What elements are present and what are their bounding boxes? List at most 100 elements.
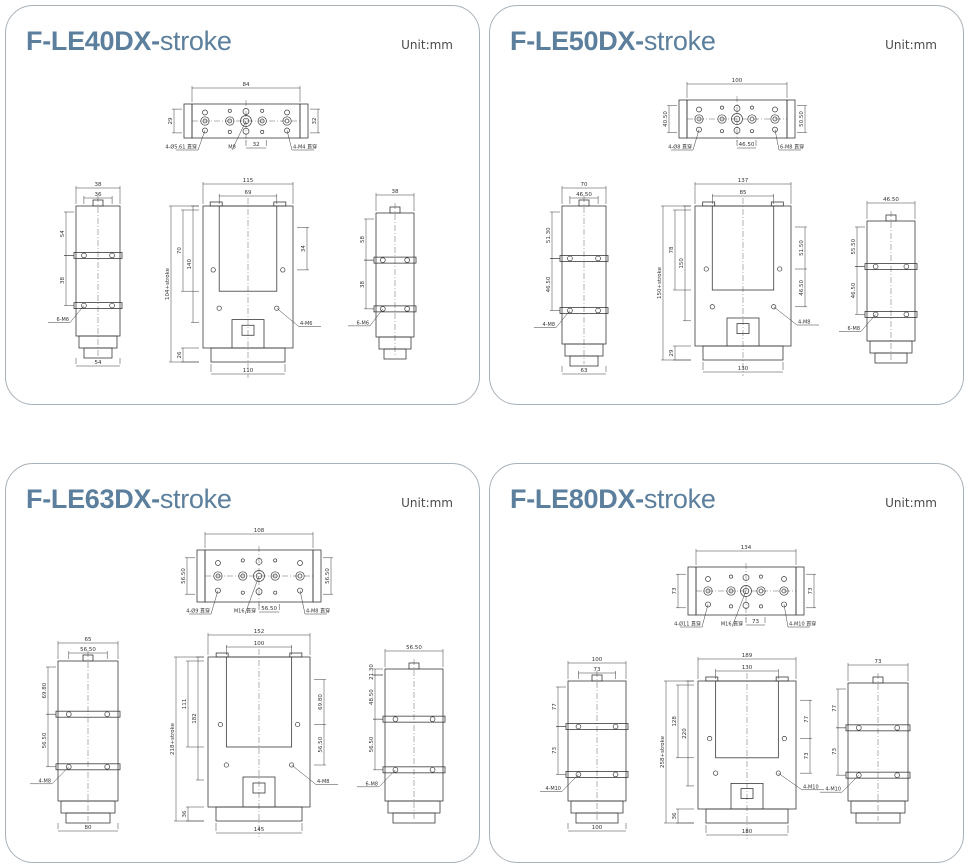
mount-hole — [297, 560, 303, 566]
leader-line — [860, 314, 876, 332]
counterbore-hole — [295, 571, 305, 581]
tap-hole — [777, 266, 783, 272]
counterbore-hole — [717, 114, 727, 124]
center-tap-hole — [242, 117, 250, 125]
counterbore-hole — [726, 586, 736, 596]
counterbore-hole — [772, 116, 778, 122]
tap-hole — [567, 255, 573, 262]
callout-label: 4-Ø9 貫穿 — [186, 608, 210, 615]
callout-label: 4-Ø8 貫穿 — [668, 144, 692, 151]
panel-title: F-LE40DX-stroke — [26, 26, 232, 57]
tap-hole — [227, 129, 232, 134]
dim-front-inner-width: 100 — [254, 641, 265, 647]
dim-top-width: 108 — [254, 528, 265, 534]
mount-hole — [772, 106, 778, 113]
dim-front-mid-height: 150 — [679, 258, 685, 269]
dim-side-inner-width: 73 — [594, 667, 601, 673]
front-lug — [775, 676, 789, 682]
dim-side-pitch-lower: 38 — [60, 277, 66, 284]
tap-hole — [856, 725, 862, 731]
tap-hole — [217, 721, 223, 728]
leader-line — [731, 590, 747, 628]
tap-hole — [771, 304, 777, 310]
model-name: F-LE63DX- — [26, 484, 160, 514]
tap-hole — [109, 252, 115, 259]
tap-hole — [575, 723, 582, 730]
dim-side-pitch-upper: 77 — [832, 704, 838, 711]
dim-front-inner-height: 78 — [669, 246, 675, 253]
callout-label: M8 — [228, 145, 236, 151]
dim-front-right-height-2: 46.50 — [799, 280, 805, 296]
panel-title: F-LE50DX-stroke — [510, 26, 716, 57]
callout-label: 4-M10 — [545, 786, 561, 792]
dim-side-pitch-upper: 77 — [552, 703, 558, 710]
leader-line — [378, 769, 396, 788]
leader-line — [51, 766, 69, 784]
dim-front-inner-height: 111 — [182, 699, 188, 710]
tap-hole — [255, 558, 263, 565]
front-lug — [215, 652, 229, 658]
dim-front-stroke-height: 218+stroke — [170, 722, 176, 755]
dim-front-stroke-height: 150+stroke — [657, 266, 663, 299]
tap-hole — [289, 762, 295, 768]
dim-top-width: 84 — [243, 82, 250, 88]
leader-line — [276, 308, 300, 327]
dim-front-inner-width: 69 — [245, 190, 252, 196]
counterbore-hole — [705, 588, 711, 594]
callout-label: 6-M6 — [357, 320, 369, 326]
tap-hole — [781, 736, 787, 742]
dim-side-top-width: 73 — [875, 659, 882, 665]
dim-side-top-width: 38 — [95, 182, 102, 188]
counterbore-hole — [240, 573, 246, 579]
front-lug — [209, 201, 223, 207]
dim-top-height-left: 56.50 — [181, 568, 187, 584]
tap-hole — [872, 263, 879, 270]
counterbore-hole — [719, 116, 725, 122]
tap-hole — [380, 306, 386, 312]
dim-bolt-pitch: 56.50 — [261, 606, 277, 612]
tap-hole — [759, 604, 763, 609]
leader-line — [778, 772, 803, 791]
dim-top-height-right: 32 — [312, 118, 318, 125]
dim-front-top-width: 115 — [243, 178, 254, 184]
tap-hole — [240, 558, 245, 563]
dim-front-mid-height: 182 — [192, 713, 198, 724]
counterbore-hole — [270, 571, 280, 581]
dim-side-top-width: 46.50 — [883, 197, 899, 203]
counterbore-hole — [297, 573, 303, 579]
dim-side-inner-width: 36 — [95, 192, 102, 198]
tap-hole — [255, 588, 263, 595]
center-tap-hole — [733, 115, 741, 123]
base-foot — [83, 347, 113, 359]
dim-top-height-left: 29 — [168, 117, 174, 124]
dim-side-pitch-upper: 55.50 — [851, 238, 857, 254]
dim-side-pitch-lower: 56.50 — [42, 732, 48, 748]
tap-hole — [742, 574, 750, 581]
front-base — [215, 806, 303, 822]
tap-hole — [575, 771, 582, 778]
leader-line — [773, 306, 798, 326]
counterbore-hole — [202, 118, 208, 124]
tap-hole — [729, 604, 733, 609]
callout-label: 4-M4 貫穿 — [293, 144, 317, 151]
dim-side-top-width: 38 — [392, 189, 399, 195]
dim-side-top-width: 70 — [581, 182, 588, 188]
top-flange-right — [312, 549, 322, 603]
dim-top-height-left: 40.50 — [663, 111, 669, 127]
dim-side-pitch-lower: 56.50 — [369, 736, 375, 752]
tap-hole — [104, 711, 110, 717]
mount-hole — [284, 127, 290, 134]
dim-top-height-right: 50.50 — [799, 111, 805, 127]
dim-top-width: 134 — [741, 545, 752, 551]
tap-hole — [612, 723, 619, 730]
leader-line — [841, 774, 859, 793]
top-flange-left — [687, 566, 697, 616]
counterbore-hole — [779, 586, 789, 596]
leader-line — [774, 129, 780, 151]
counterbore-hole — [749, 116, 755, 122]
front-rod-end — [252, 782, 266, 794]
callout-label: 4-M8 — [543, 322, 555, 328]
base-foot — [855, 812, 901, 824]
tap-hole — [273, 558, 278, 563]
